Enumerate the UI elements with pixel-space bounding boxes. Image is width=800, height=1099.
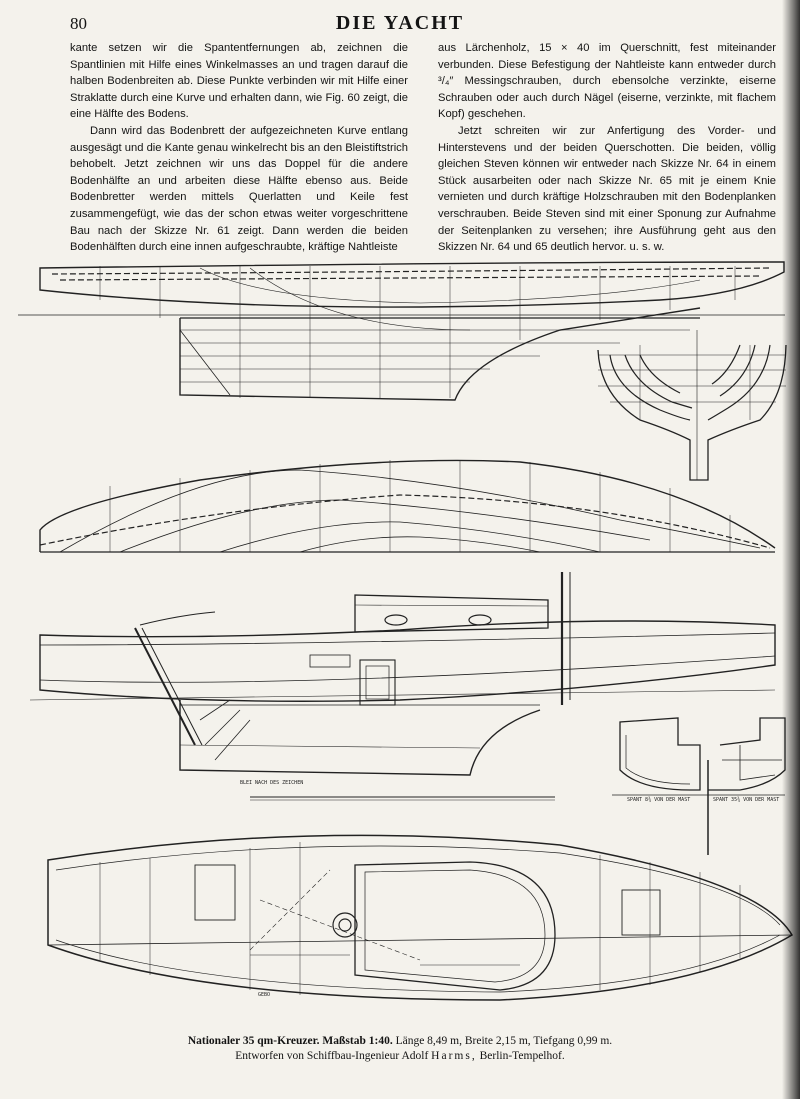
figure-caption-line-2: Entworfen von Schiffbau-Ingenieur Adolf … xyxy=(0,1049,800,1064)
paragraph: Jetzt schreiten wir zur Anfertigung des … xyxy=(438,124,776,254)
half-breadth-drawing xyxy=(39,459,776,553)
deck-plan-drawing xyxy=(47,834,794,1001)
caption-designer-name: Harms, xyxy=(431,1050,477,1062)
hull-profile-drawing xyxy=(18,261,785,401)
paragraph: aus Lärchenholz, 15 × 40 im Querschnitt,… xyxy=(438,42,776,121)
section-label: SPANT 8¾ VON DER MAST xyxy=(627,797,690,803)
caption-scale: Maßstab 1:40. xyxy=(322,1035,393,1047)
construction-profile-drawing xyxy=(29,572,776,801)
paragraph: kante setzen wir die Spantentfernungen a… xyxy=(70,42,408,121)
text-column-right: aus Lärchenholz, 15 × 40 im Querschnitt,… xyxy=(438,40,776,256)
caption-title: Nationaler 35 qm-Kreuzer. xyxy=(187,1035,320,1047)
body-plan-drawing xyxy=(597,330,787,481)
caption-designer-place: Berlin-Tempelhof. xyxy=(479,1050,565,1062)
keel-note: BLEI NACH DES ZEICHEN xyxy=(240,780,303,786)
text-column-left: kante setzen wir die Spantentfernungen a… xyxy=(70,40,408,256)
caption-designer-prefix: Entworfen von Schiffbau-Ingenieur Adolf xyxy=(235,1050,429,1062)
running-head: DIE YACHT xyxy=(335,12,465,34)
caption-dimensions: Länge 8,49 m, Breite 2,15 m, Tiefgang 0,… xyxy=(395,1035,613,1047)
section-drawings xyxy=(612,717,786,855)
page-number: 80 xyxy=(70,14,87,33)
paragraph: Dann wird das Bodenbrett der aufgezeichn… xyxy=(70,124,408,254)
stamp-label: GEBO xyxy=(258,992,270,998)
section-label: SPANT 35¾ VON DER MAST xyxy=(713,797,779,803)
figure-caption-line-1: Nationaler 35 qm-Kreuzer. Maßstab 1:40. … xyxy=(0,1034,800,1049)
page-edge-shadow xyxy=(782,0,800,1099)
